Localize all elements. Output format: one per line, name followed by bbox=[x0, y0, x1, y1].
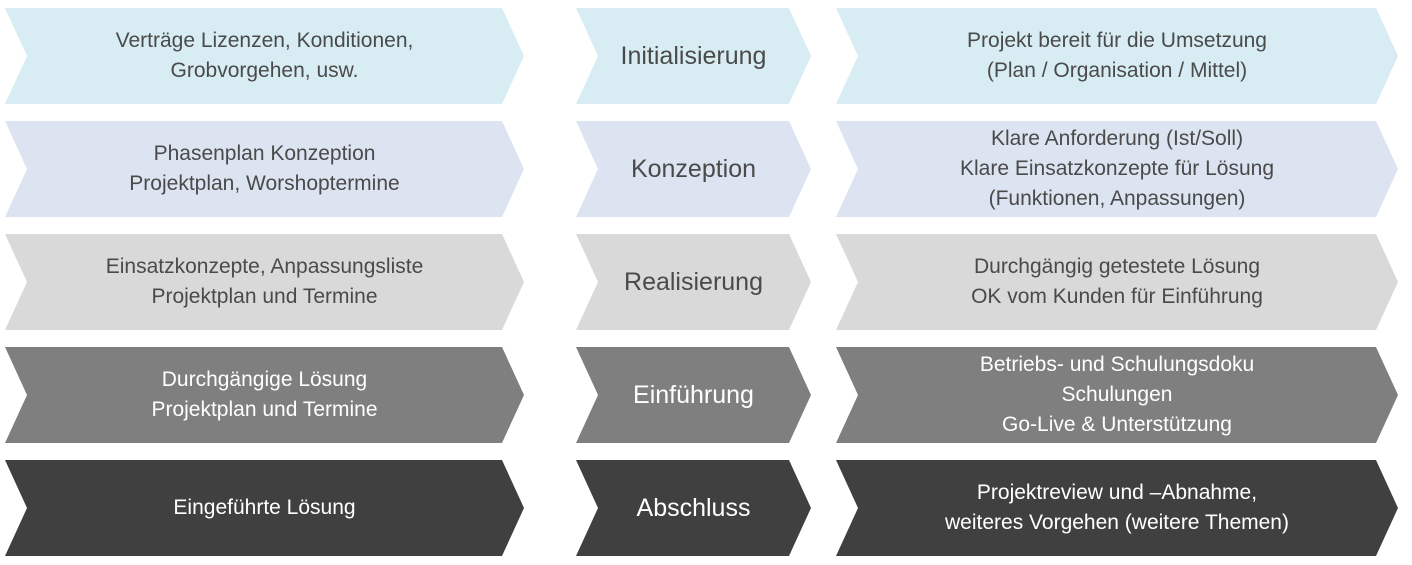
row-4-phase-text: Einführung bbox=[633, 381, 754, 409]
row-5-phase-text: Abschluss bbox=[636, 494, 751, 522]
row-2-output-text: Klare Anforderung (Ist/Soll)Klare Einsat… bbox=[959, 127, 1275, 210]
row-2-phase-chevron: Konzeption bbox=[576, 121, 811, 217]
row-1-output-chevron: Projekt bereit für die Umsetzung(Plan / … bbox=[836, 8, 1398, 104]
row-5-input-chevron: Eingeführte Lösung bbox=[5, 460, 524, 556]
row-3-phase-text: Realisierung bbox=[624, 268, 763, 296]
row-1-phase-chevron: Initialisierung bbox=[576, 8, 811, 104]
row-2-output-chevron: Klare Anforderung (Ist/Soll)Klare Einsat… bbox=[836, 121, 1398, 217]
row-1-output-text: Projekt bereit für die Umsetzung(Plan / … bbox=[967, 29, 1267, 82]
row-4-phase-chevron: Einführung bbox=[576, 347, 811, 443]
row-2-phase-text: Konzeption bbox=[630, 155, 757, 183]
row-1-phase-text: Initialisierung bbox=[620, 42, 767, 70]
row-1-input-chevron: Verträge Lizenzen, Konditionen,Grobvorge… bbox=[5, 8, 524, 104]
row-5-input-text: Eingeführte Lösung bbox=[173, 496, 356, 519]
row-5-phase-chevron: Abschluss bbox=[576, 460, 811, 556]
row-3-phase-chevron: Realisierung bbox=[576, 234, 811, 330]
row-1-input-text: Verträge Lizenzen, Konditionen,Grobvorge… bbox=[115, 29, 414, 82]
row-5-output-text: Projektreview und –Abnahme,weiteres Vorg… bbox=[945, 481, 1289, 534]
row-5-output-chevron: Projektreview und –Abnahme,weiteres Vorg… bbox=[836, 460, 1398, 556]
